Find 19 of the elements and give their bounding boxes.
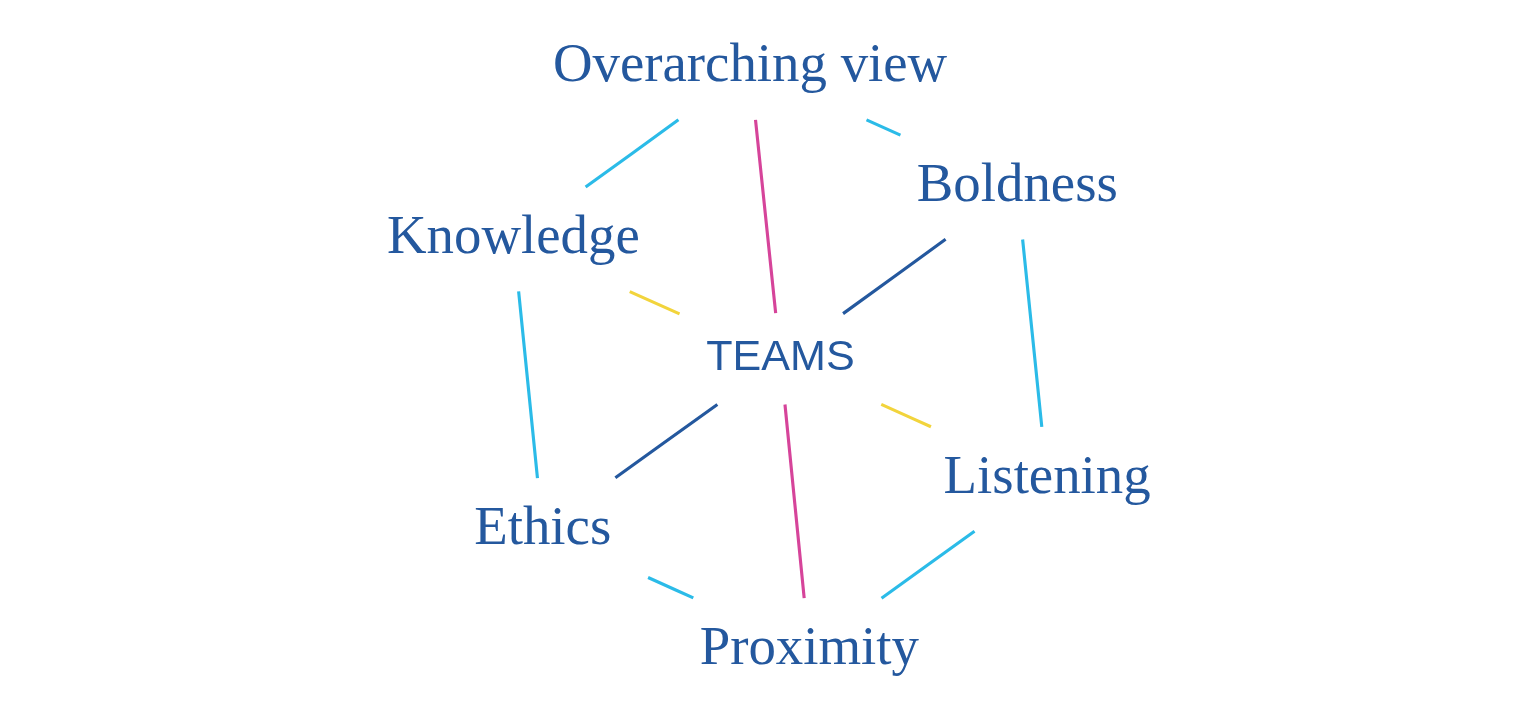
connector — [646, 576, 694, 600]
connector — [865, 118, 901, 137]
node-text: Overarching view — [552, 32, 947, 94]
node-text: Knowledge — [386, 203, 640, 265]
node-text: Boldness — [916, 151, 1118, 213]
node-text: Ethics — [473, 494, 611, 556]
connector — [516, 291, 539, 479]
connector — [1020, 239, 1043, 427]
connector — [628, 290, 680, 316]
connector — [880, 530, 975, 600]
node-text: TEAMS — [705, 331, 855, 379]
connector — [782, 404, 806, 599]
node-text: Listening — [943, 443, 1151, 505]
connector — [841, 238, 946, 315]
node-text: Proximity — [699, 614, 919, 676]
connector — [613, 403, 718, 480]
connector — [880, 403, 932, 429]
connector — [584, 118, 679, 189]
connector — [753, 119, 777, 314]
